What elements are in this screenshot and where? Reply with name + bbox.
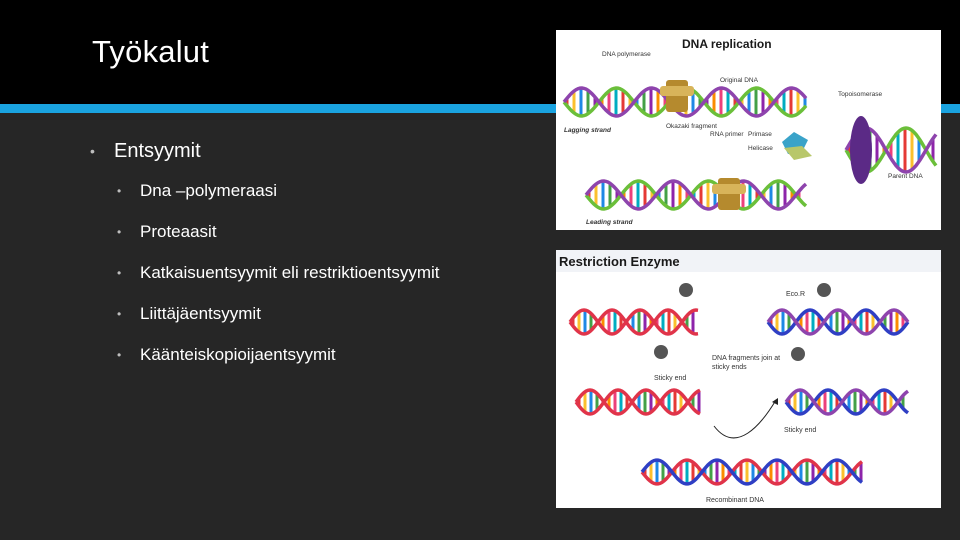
bullet-list: • Entsyymit • Dna –polymeraasi • Proteaa… (88, 140, 548, 386)
base-pair-rungs (571, 310, 905, 484)
polymerase-bottom-cap (712, 184, 746, 194)
bullet-text: Liittäjäentsyymit (140, 304, 261, 323)
enzyme-icon (817, 283, 831, 297)
bullet-dot-icon: • (117, 307, 122, 321)
slide-title: Työkalut (92, 34, 210, 69)
label-parent-dna: Parent DNA (888, 173, 923, 180)
helix-strand (562, 86, 808, 118)
label-dna-fragments: DNA fragments join at sticky ends (712, 355, 781, 371)
accent-line (0, 104, 960, 113)
bullet-dot-icon: • (117, 225, 122, 239)
restriction-enzyme-figure: Restriction Enzyme Eco.R Sticky end DNA … (556, 250, 941, 508)
label-lagging-strand: Lagging strand (564, 127, 612, 134)
label-rna-primer: RNA primer (710, 131, 744, 138)
polymerase-top-cap (660, 86, 694, 96)
label-leading-strand: Leading strand (586, 219, 634, 226)
helix-strand (574, 388, 701, 416)
helix-strand (766, 308, 910, 336)
label-dna-polymerase: DNA polymerase (602, 51, 651, 58)
bullet-item: • Entsyymit (90, 140, 548, 163)
dna-replication-figure: DNA replication DNA polymerase Original … (556, 30, 941, 230)
bullet-dot-icon: • (117, 266, 122, 280)
join-arrow (713, 399, 777, 439)
helix-strand (584, 179, 808, 211)
figure-header-band (556, 250, 941, 272)
helix-strand (640, 458, 864, 486)
sub-bullet-item: • Käänteiskopioijaentsyymit (117, 345, 548, 365)
restriction-enzyme-diagram: Restriction Enzyme Eco.R Sticky end DNA … (556, 250, 941, 504)
helix-strand (568, 308, 699, 336)
sub-bullet-item: • Liittäjäentsyymit (117, 304, 548, 324)
helix-strand (784, 388, 910, 416)
label-helicase: Helicase (748, 145, 773, 152)
bullet-text: Proteaasit (140, 222, 217, 241)
bullet-dot-icon: • (90, 143, 95, 159)
label-sticky-end-2: Sticky end (784, 427, 816, 434)
sub-bullet-item: • Dna –polymeraasi (117, 181, 548, 201)
figure-title: DNA replication (682, 37, 772, 51)
helix-strand (568, 308, 699, 336)
bullet-text: Katkaisuentsyymit eli restriktioentsyymi… (140, 263, 440, 282)
label-okazaki: Okazaki fragment (666, 123, 717, 130)
enzyme-icon (654, 345, 668, 359)
helix-strand (784, 388, 910, 416)
figure-title: Restriction Enzyme (559, 254, 680, 269)
enzyme-icon (791, 347, 805, 361)
helicase-shape (784, 146, 812, 160)
bullet-dot-icon: • (117, 184, 122, 198)
label-primase: Primase (748, 131, 772, 138)
helix-strand (584, 179, 808, 211)
topoisomerase-shape (850, 116, 872, 184)
bullet-text: Dna –polymeraasi (140, 181, 278, 200)
label-recombinant: Recombinant DNA (706, 497, 764, 504)
helix-strand (640, 458, 864, 486)
bullet-text: Entsyymit (114, 140, 201, 162)
label-dna-fragments-box: DNA fragments join at sticky ends (712, 355, 781, 371)
label-topoisomerase: Topoisomerase (838, 91, 882, 98)
bullet-dot-icon: • (117, 348, 122, 362)
sub-bullet-item: • Proteaasit (117, 222, 548, 242)
sub-bullet-item: • Katkaisuentsyymit eli restriktioentsyy… (117, 263, 548, 283)
helix-strand (766, 308, 910, 336)
label-sticky-end-1: Sticky end (654, 375, 686, 382)
dna-replication-diagram: DNA replication DNA polymerase Original … (562, 37, 938, 226)
label-original-dna: Original DNA (720, 77, 759, 84)
helix-strands (568, 308, 910, 486)
arrow-head-icon (772, 398, 778, 405)
enzyme-icon (679, 283, 693, 297)
bullet-text: Käänteiskopioijaentsyymit (140, 345, 336, 364)
label-ecor: Eco.R (786, 291, 805, 298)
helix-strand (574, 388, 701, 416)
